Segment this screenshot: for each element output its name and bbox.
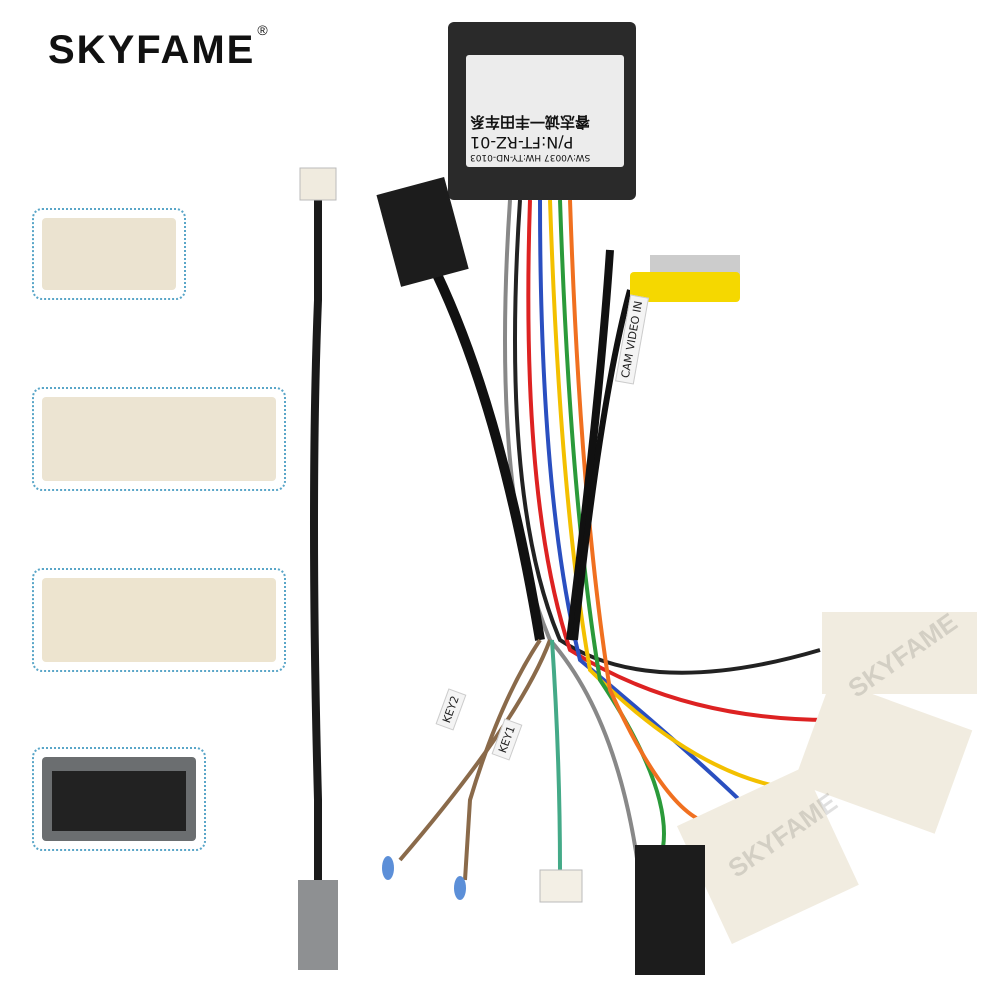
module-label-text: SW:V0037 HW:TY-ND-0103 P/N:FT-RZ-01 睿志诚一… [470, 62, 620, 162]
rca-plug-silver [650, 255, 740, 277]
connector-detail-1 [32, 208, 186, 300]
small-connector-top [299, 167, 337, 201]
registered-mark: ® [257, 22, 270, 38]
white-connector-1 [822, 612, 977, 694]
brand-logo: SKYFAME® [48, 22, 270, 73]
extension-cable [310, 200, 322, 900]
module-versions: SW:V0037 HW:TY-ND-0103 [470, 152, 591, 162]
connector-detail-3 [32, 568, 286, 672]
wire-bundle [398, 199, 831, 881]
black-connector-top [376, 176, 469, 287]
grey-connector-bottom [298, 880, 338, 970]
small-white-connector [539, 869, 583, 903]
white-connector-2 [793, 679, 973, 834]
black-connector-bottom [635, 845, 705, 975]
module-title: 睿志诚一丰田车系 [470, 113, 591, 131]
connector-detail-2 [32, 387, 286, 491]
connector-detail-4 [32, 747, 206, 851]
module-label-sticker [466, 55, 624, 167]
key1-terminal [454, 876, 466, 900]
rca-plug-yellow [630, 272, 740, 302]
key2-terminal [382, 856, 394, 880]
brand-name: SKYFAME [48, 28, 256, 72]
module-part-number: P/N:FT-RZ-01 [470, 133, 574, 152]
white-connector-3 [676, 766, 859, 944]
